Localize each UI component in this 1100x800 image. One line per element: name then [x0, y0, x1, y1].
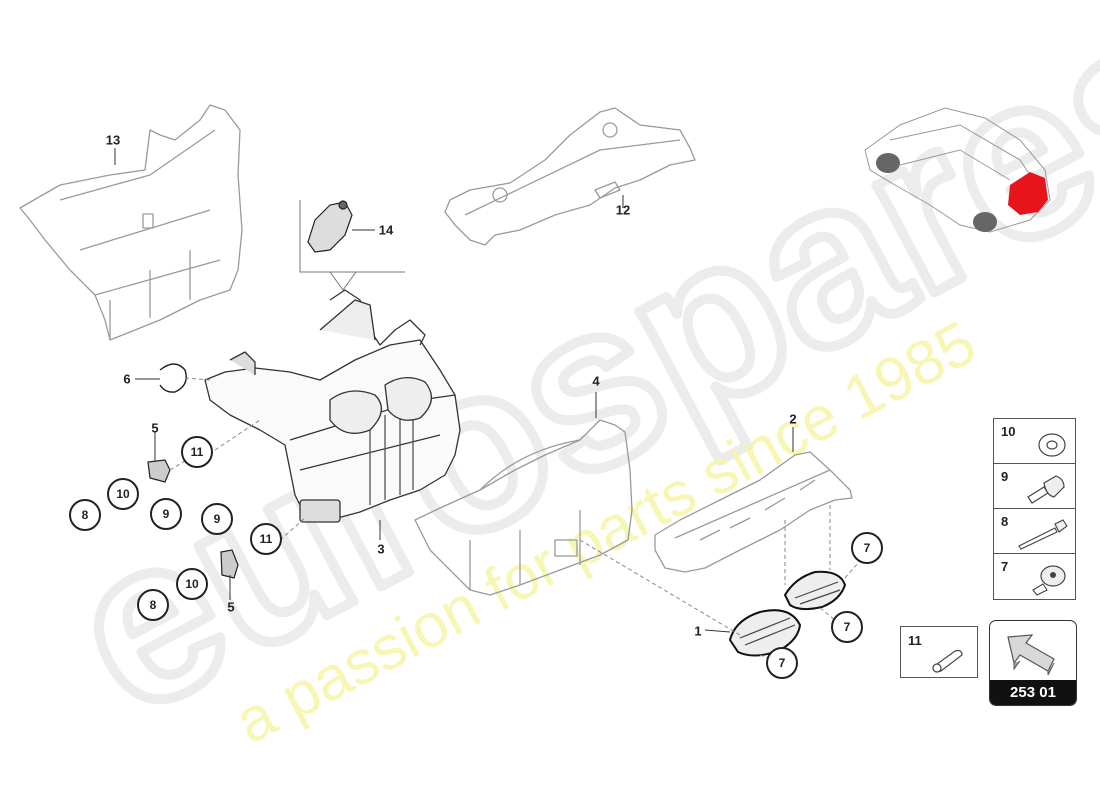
heat-shield-2 [654, 451, 853, 573]
sleeve-icon [932, 649, 963, 673]
fastener-legend: 10 9 8 7 [993, 418, 1076, 600]
callout-7: 7 [831, 611, 863, 643]
part-label-13: 13 [105, 132, 121, 148]
sensor-14 [307, 200, 353, 253]
bracket-5-lower [220, 549, 239, 579]
under-tray-12 [444, 107, 696, 246]
legend-item-7: 7 [994, 554, 1075, 599]
bracket-5-upper [147, 459, 171, 483]
callout-7: 7 [851, 532, 883, 564]
callout-11: 11 [181, 436, 213, 468]
legend-item-8: 8 [994, 509, 1075, 554]
callout-8: 8 [137, 589, 169, 621]
part-label-14: 14 [378, 222, 394, 238]
tailpipe-1 [728, 570, 847, 657]
part-label-3: 3 [377, 541, 385, 557]
vehicle-locator-thumbnail [864, 107, 1051, 233]
part-label-1: 1 [694, 623, 702, 639]
washer-icon [1038, 433, 1066, 457]
callout-10: 10 [107, 478, 139, 510]
part-label-5-lower: 5 [227, 599, 235, 615]
callout-9: 9 [201, 503, 233, 535]
orientation-arrow-icon [1007, 634, 1055, 676]
rear-panel-13 [19, 104, 243, 341]
long-bolt-icon [1018, 519, 1068, 550]
part-label-6: 6 [123, 371, 131, 387]
detail-bracket [299, 200, 405, 291]
diagram-reference-box: 253 01 [989, 620, 1077, 706]
highlight-area [1008, 172, 1048, 215]
callout-9: 9 [150, 498, 182, 530]
callout-10: 10 [176, 568, 208, 600]
heat-shield-4 [414, 419, 633, 596]
legend-item-10: 10 [994, 419, 1075, 464]
clamp-6 [135, 363, 187, 393]
socket-bolt-icon [1027, 475, 1065, 504]
reference-code: 253 01 [990, 680, 1076, 705]
callout-7: 7 [766, 647, 798, 679]
part-label-5-upper: 5 [151, 420, 159, 436]
legend-item-9: 9 [994, 464, 1075, 509]
muffler-3 [204, 289, 461, 523]
part-label-2: 2 [789, 411, 797, 427]
legend-item-11: 11 [900, 626, 978, 678]
part-label-12: 12 [615, 202, 631, 218]
callout-11: 11 [250, 523, 282, 555]
flange-screw-icon [1032, 565, 1066, 596]
part-label-4: 4 [592, 373, 600, 389]
callout-8: 8 [69, 499, 101, 531]
